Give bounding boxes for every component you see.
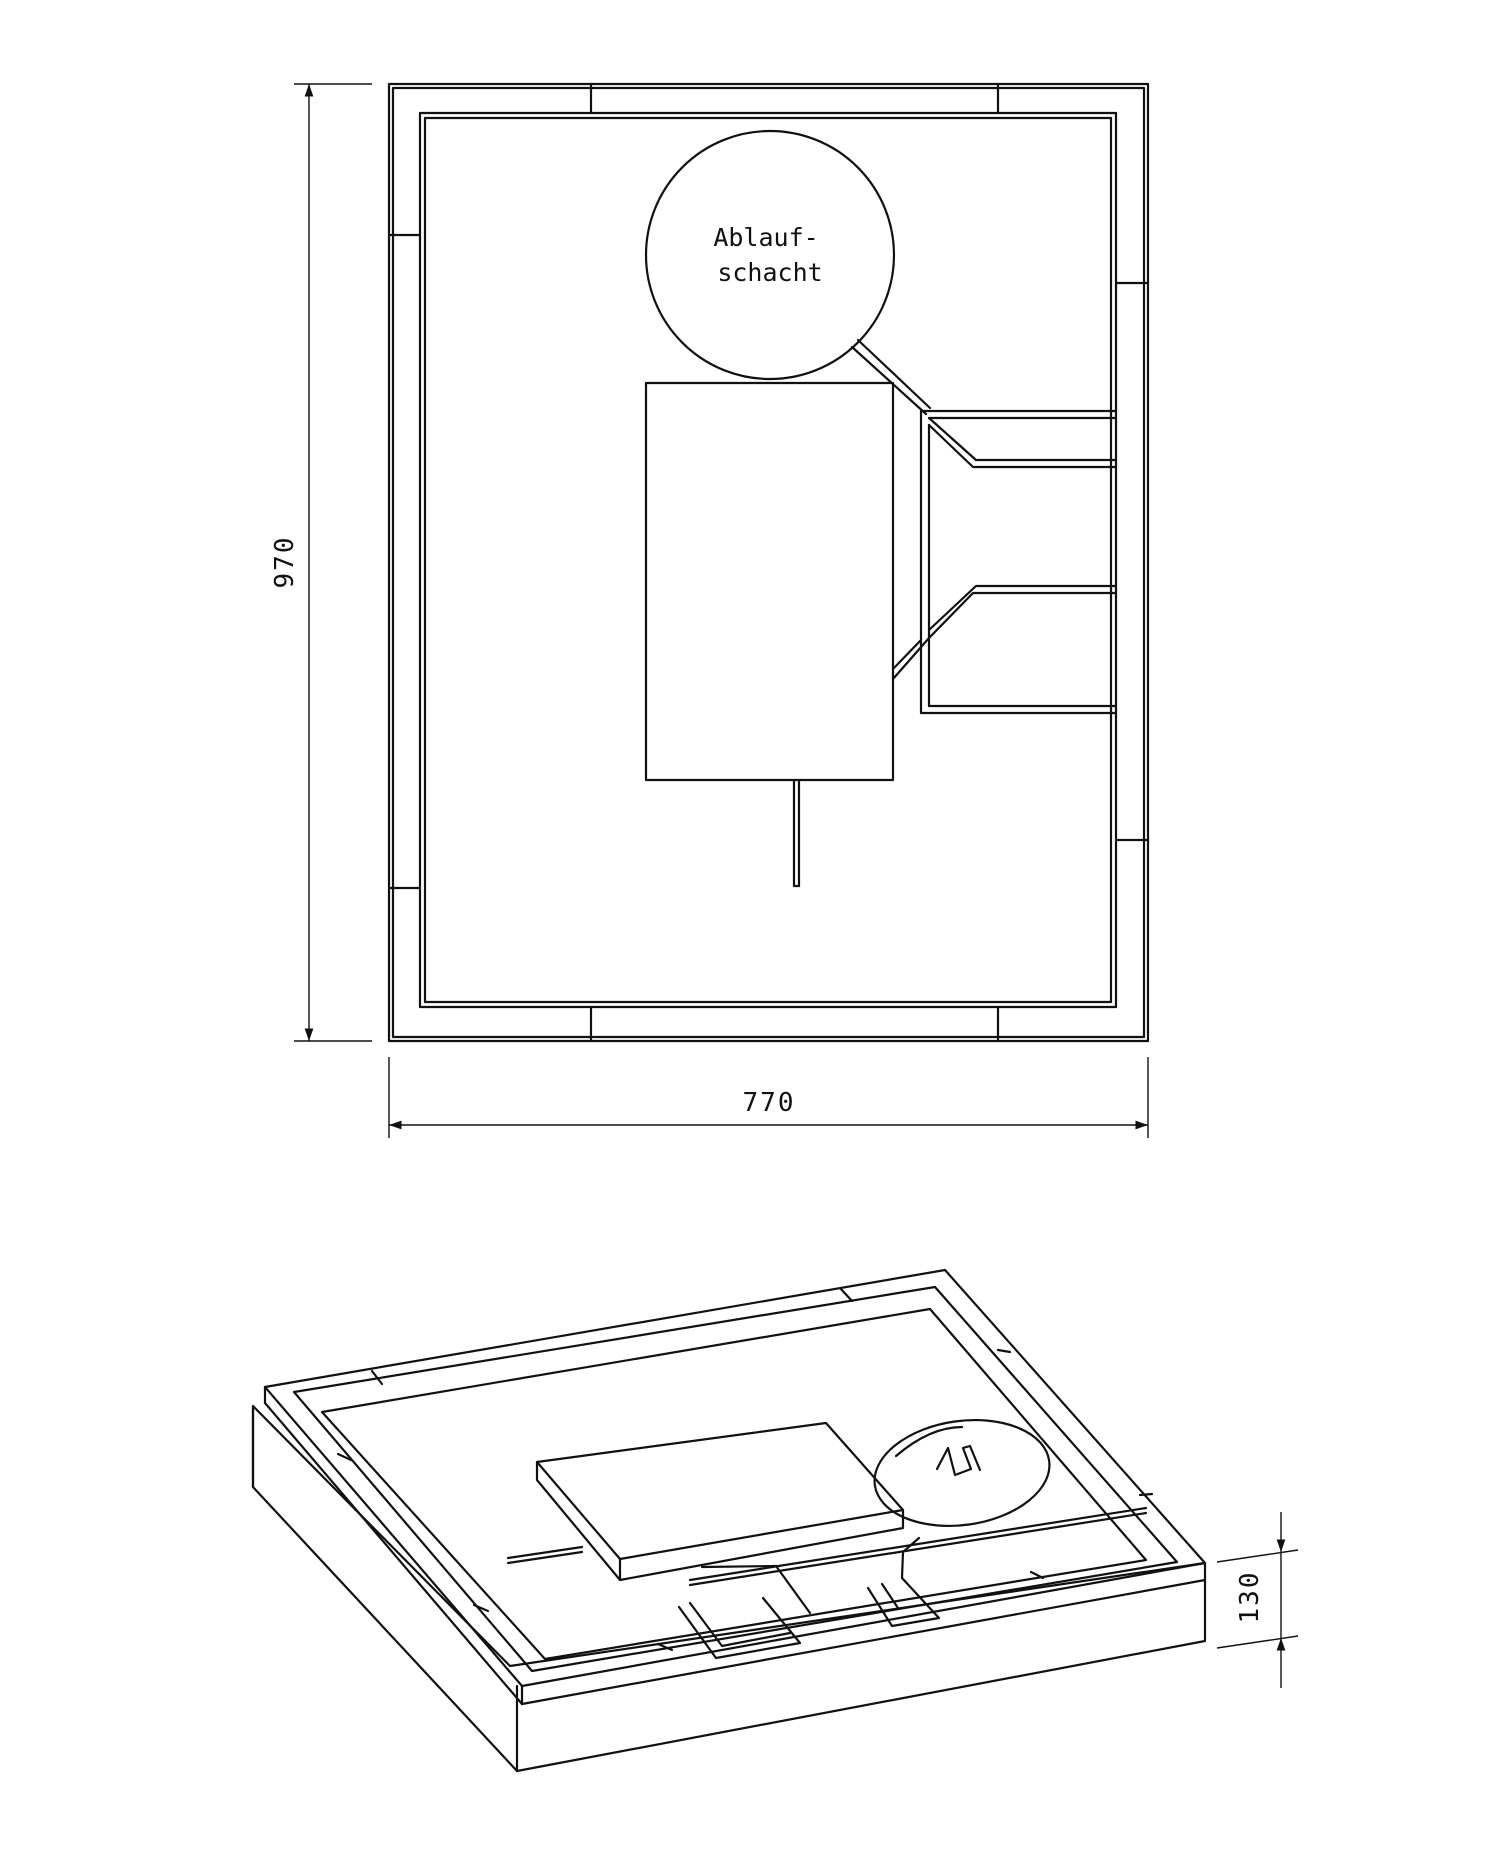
dimension-depth-value: 130: [1235, 1571, 1265, 1624]
plan-inner-frame: [418, 111, 1118, 1009]
dimension-width-value: 770: [743, 1088, 796, 1118]
plan-view: Ablauf- schacht: [387, 82, 1150, 1043]
iso-tray-inner-rim: [292, 1285, 1179, 1673]
dimension-height-value: 970: [270, 536, 300, 589]
isometric-view: [251, 1268, 1207, 1773]
plan-outer-frame: [387, 82, 1150, 1043]
rim-joints: [387, 82, 1150, 1043]
iso-drain-shaft: [873, 1418, 1051, 1528]
dimension-height: 970: [270, 83, 372, 1042]
drain-pipes: [891, 409, 1118, 715]
drain-shaft-label-1: Ablauf-: [713, 223, 818, 252]
iso-tray-outer-rim: [263, 1268, 1207, 1688]
dimension-depth: 130: [1216, 1512, 1299, 1688]
drain-shaft-circle: [644, 129, 896, 381]
drain-shaft-label-2: schacht: [717, 258, 822, 287]
cover-plate: [644, 381, 895, 782]
dimension-width: 770: [388, 1057, 1149, 1138]
